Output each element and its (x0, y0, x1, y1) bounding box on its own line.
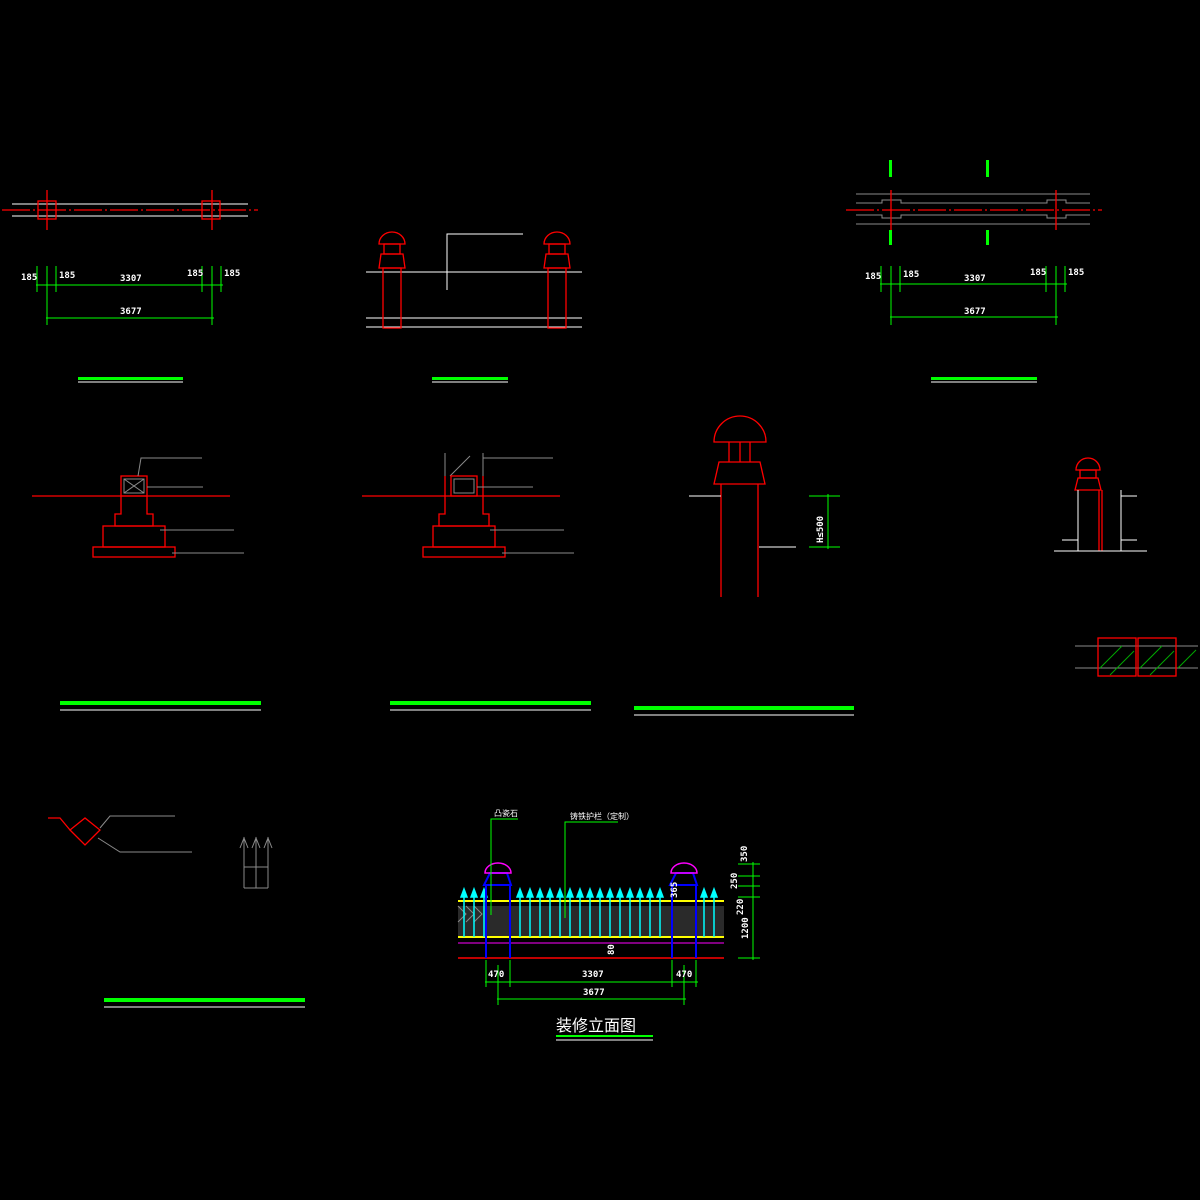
foundation-section-2 (362, 453, 591, 711)
anchor-detail (48, 815, 305, 1008)
dim-post: 365 (670, 882, 680, 898)
dim-total: 3677 (120, 307, 142, 317)
dim-side: 250 (730, 873, 740, 889)
decoration-elevation: 凸瓷石 铸铁护栏（定制） 80 365 470 3307 470 3677 35… (457, 808, 760, 1041)
dim-label: 3307 (964, 274, 986, 284)
dim-side: 350 (740, 846, 750, 862)
dim-label: 470 (676, 970, 692, 980)
dim-label: 3307 (120, 274, 142, 284)
picket-spear-tip (605, 886, 615, 898)
dim-label: 185 (903, 270, 919, 280)
picket-spear-tip (545, 886, 555, 898)
dim-label: 3307 (582, 970, 604, 980)
dim-label: 185 (865, 272, 881, 282)
dim-total: 3677 (583, 988, 605, 998)
dim-label: 185 (21, 273, 37, 283)
joint-detail (1075, 637, 1198, 677)
picket-spear-tip (709, 886, 719, 898)
picket-spear-tip (615, 886, 625, 898)
picket-spear-tip (555, 886, 565, 898)
picket-spear-tip (635, 886, 645, 898)
callout-iron-railing: 铸铁护栏（定制） (570, 811, 634, 821)
picket-spear-tip (565, 886, 575, 898)
dim-label: 185 (187, 269, 203, 279)
height-limit-label: H≤500 (816, 516, 826, 543)
picket-spear-tip (525, 886, 535, 898)
foundation-section-1 (32, 457, 261, 711)
post-section-right (1054, 457, 1147, 552)
dim-side: 220 (736, 899, 746, 915)
picket-spear-tip (535, 886, 545, 898)
picket-spear-tip (459, 886, 469, 898)
picket-spear-tip (469, 886, 479, 898)
picket-spear-tip (655, 886, 665, 898)
dim-side: 1200 (741, 917, 751, 939)
drawing-title: 装修立面图 (556, 1016, 636, 1035)
picket-spear-tip (595, 886, 605, 898)
dim-inner: 80 (607, 944, 617, 955)
plan-view-right: 185 185 3307 185 185 3677 (846, 160, 1102, 383)
elevation-sketch-top (366, 231, 582, 383)
post-detail: H≤500 (634, 415, 854, 716)
callout-stone-cap: 凸瓷石 (494, 808, 518, 818)
picket-spear-tip (515, 886, 525, 898)
dim-total: 3677 (964, 307, 986, 317)
picket-spear-tip (699, 886, 709, 898)
dim-label: 185 (224, 269, 240, 279)
picket-spear-tip (575, 886, 585, 898)
dim-label: 470 (488, 970, 504, 980)
picket-spear-tip (585, 886, 595, 898)
dim-label: 185 (59, 271, 75, 281)
dim-label: 185 (1068, 268, 1084, 278)
dim-label: 185 (1030, 268, 1046, 278)
picket-spear-tip (645, 886, 655, 898)
picket-spear-tip (625, 886, 635, 898)
plan-view-left: 185 185 3307 185 185 3677 (2, 190, 258, 383)
